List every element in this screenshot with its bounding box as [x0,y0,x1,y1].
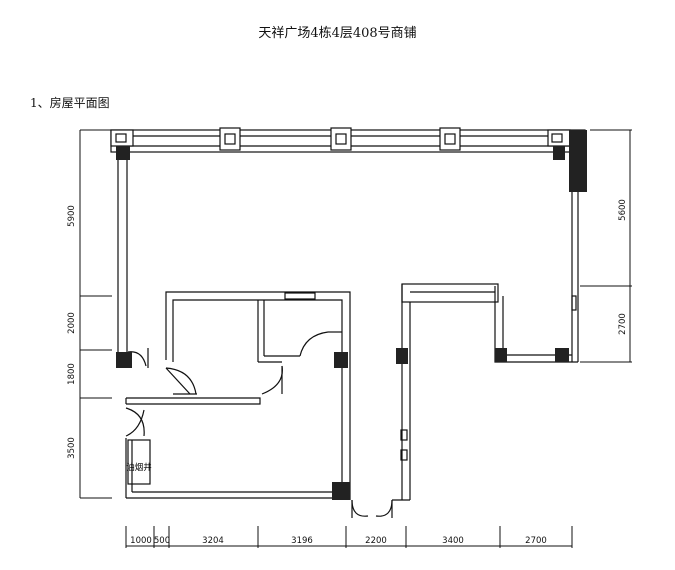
dim-bottom-4: 2200 [365,536,387,546]
dim-bottom-0: 1000 [130,536,152,546]
section-heading: 1、房屋平面图 [30,96,110,110]
dim-bottom-3: 3196 [291,536,313,546]
dim-left-0: 5900 [67,205,77,227]
dim-bottom-2: 3204 [202,536,224,546]
structural-columns [116,130,587,500]
left-dimension-line [79,129,112,499]
dim-bottom-6: 2700 [525,536,547,546]
bottom-dimension-line [125,526,573,548]
dim-bottom-1: 500 [154,536,170,546]
dim-left-3: 3500 [67,437,77,459]
doors [125,331,393,518]
top-pillars [110,127,571,151]
dim-bottom-5: 3400 [442,536,464,546]
dim-right-1: 2700 [618,313,628,335]
shaft-label: 油烟井 [126,462,152,473]
dim-left-1: 2000 [67,312,77,334]
middle-wall [125,393,261,405]
dim-right-0: 5600 [618,199,628,221]
plan-title: 天祥广场4栋4层408号商铺 [258,26,417,41]
left-rooms-outline [165,291,351,500]
right-dimension-line [580,129,632,363]
corridor-walls [392,283,499,501]
fixtures [400,295,577,461]
dim-left-2: 1800 [67,363,77,385]
lower-room-walls [125,438,350,499]
left-wall-upper [117,152,128,368]
